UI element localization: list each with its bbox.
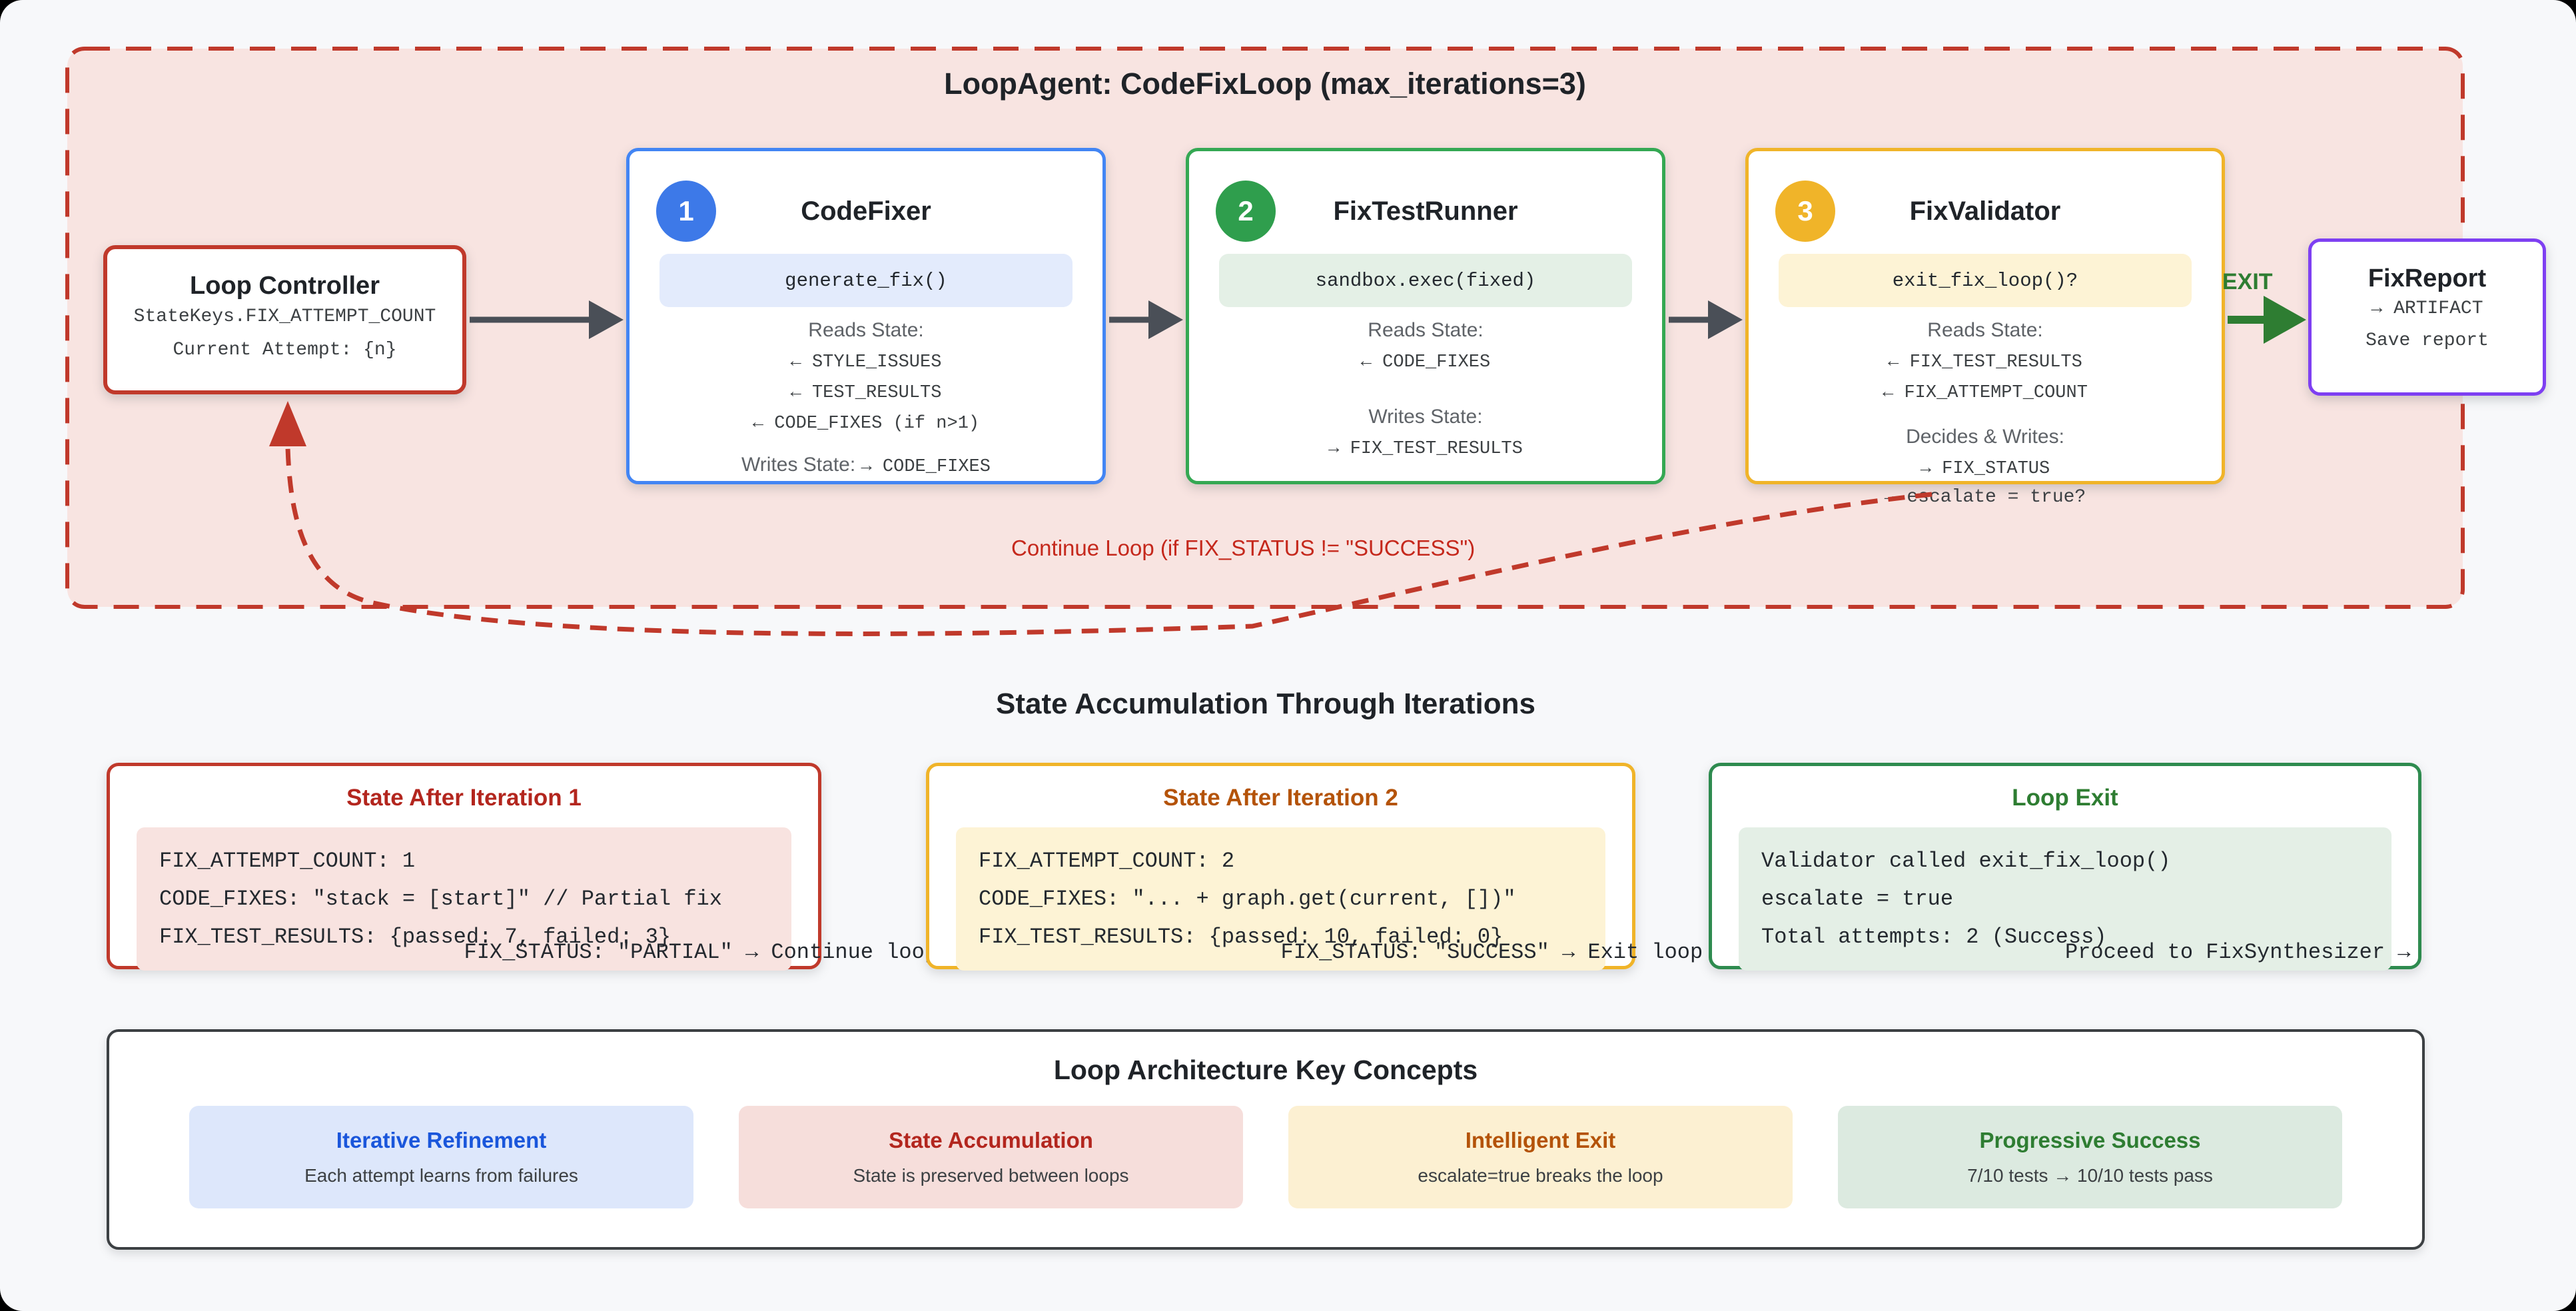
concept-state-accumulation: State Accumulation State is preserved be… [739, 1106, 1243, 1208]
concept-desc: escalate=true breaks the loop [1418, 1165, 1663, 1186]
state-code-block: FIX_ATTEMPT_COUNT: 1 CODE_FIXES: "stack … [137, 827, 791, 971]
writes-state-row: Writes State: → CODE_FIXES [630, 454, 1102, 477]
state-section-heading: State Accumulation Through Iterations [996, 687, 1535, 720]
state-code-block: FIX_ATTEMPT_COUNT: 2 CODE_FIXES: "... + … [956, 827, 1605, 971]
state-code-line: CODE_FIXES: "stack = [start]" // Partial… [159, 887, 722, 911]
loop-title: LoopAgent: CodeFixLoop (max_iterations=3… [944, 67, 1586, 101]
state-card-iteration-2: State After Iteration 2 FIX_ATTEMPT_COUN… [926, 763, 1703, 971]
reads-item: ← FIX_TEST_RESULTS [1888, 352, 2082, 372]
loop-controller-attempt: Current Attempt: {n} [173, 340, 397, 360]
state-card-title: Loop Exit [2012, 785, 2118, 811]
flow-arrow-1 [470, 300, 624, 339]
reads-item: ← FIX_ATTEMPT_COUNT [1883, 383, 2088, 403]
writes-item: → FIX_TEST_RESULTS [1328, 439, 1523, 459]
concept-title: Progressive Success [1979, 1128, 2201, 1152]
state-overflow-line: Proceed to FixSynthesizer → [2065, 940, 2411, 965]
fixreport-title: FixReport [2367, 264, 2487, 292]
reads-item: ← CODE_FIXES [1360, 352, 1491, 372]
state-code-line: FIX_ATTEMPT_COUNT: 2 [979, 849, 1235, 873]
state-overflow-line: FIX_STATUS: "SUCCESS" → Exit loop [1280, 940, 1703, 965]
continue-loop-label: Continue Loop (if FIX_STATUS != "SUCCESS… [1011, 536, 1476, 560]
writes-state-label: Writes State: [1368, 406, 1483, 428]
concept-title: Intelligent Exit [1465, 1128, 1616, 1152]
writes-item: → CODE_FIXES [861, 457, 991, 477]
loop-controller-statekey: StateKeys.FIX_ATTEMPT_COUNT [133, 306, 436, 327]
state-code-line: escalate = true [1761, 887, 1954, 911]
writes-item: → FIX_STATUS [1920, 459, 2050, 479]
state-code-line: FIX_TEST_RESULTS: {passed: 10, failed: 0… [979, 925, 1503, 949]
concept-desc: Each attempt learns from failures [304, 1165, 578, 1186]
concept-desc: 7/10 tests → 10/10 tests pass [1967, 1165, 2213, 1186]
exit-label: EXIT [2222, 269, 2273, 294]
reads-state-label: Reads State: [1368, 319, 1484, 341]
step-3-badge: 3 [1775, 181, 1835, 242]
codefixer-node: 1 CodeFixer generate_fix() Reads State: … [626, 148, 1106, 484]
concept-title: Iterative Refinement [336, 1128, 547, 1152]
fixvalidator-code-pill: exit_fix_loop()? [1779, 254, 2192, 307]
writes-state-label: Writes State: [741, 454, 856, 476]
state-code-line: CODE_FIXES: "... + graph.get(current, []… [979, 887, 1516, 911]
fixreport-save: Save report [2365, 330, 2489, 351]
state-card-title: State After Iteration 2 [1163, 785, 1398, 811]
flow-arrow-3 [1669, 300, 1743, 339]
fixtestrunner-title: FixTestRunner [1333, 196, 1518, 226]
state-card-title: State After Iteration 1 [346, 785, 582, 811]
codefixer-title: CodeFixer [801, 196, 931, 226]
key-concepts-heading: Loop Architecture Key Concepts [1053, 1055, 1478, 1085]
loop-controller-title: Loop Controller [190, 272, 380, 300]
concept-desc: State is preserved between loops [853, 1165, 1129, 1186]
reads-item: ← CODE_FIXES (if n>1) [752, 414, 980, 434]
state-overflow-line: FIX_STATUS: "PARTIAL" → Continue loop [464, 940, 938, 965]
flow-arrow-2 [1109, 300, 1183, 339]
reads-state-label: Reads State: [808, 319, 924, 341]
state-code-line: Validator called exit_fix_loop() [1761, 849, 2171, 873]
concept-iterative-refinement: Iterative Refinement Each attempt learns… [189, 1106, 693, 1208]
step-1-badge: 1 [656, 181, 716, 242]
state-code-line: Total attempts: 2 (Success) [1761, 925, 2107, 949]
reads-item: ← TEST_RESULTS [790, 383, 942, 403]
fixtestrunner-node: 2 FixTestRunner sandbox.exec(fixed) Read… [1186, 148, 1665, 484]
fixreport-artifact: → ARTIFACT [2371, 298, 2483, 319]
key-concepts-panel: Loop Architecture Key Concepts Iterative… [107, 1029, 2425, 1250]
fixvalidator-title: FixValidator [1909, 196, 2061, 226]
fixtestrunner-code-pill: sandbox.exec(fixed) [1219, 254, 1632, 307]
decides-writes-label: Decides & Writes: [1906, 426, 2064, 448]
state-code-line: FIX_TEST_RESULTS: {passed: 7, failed: 3} [159, 925, 671, 949]
loop-controller-node: Loop Controller StateKeys.FIX_ATTEMPT_CO… [103, 245, 466, 394]
concept-progressive-success: Progressive Success 7/10 tests → 10/10 t… [1838, 1106, 2342, 1208]
exit-arrow [2228, 296, 2306, 344]
escalate-overflow-line: → escalate = true? [1884, 487, 2086, 508]
concept-title: State Accumulation [889, 1128, 1093, 1152]
concept-intelligent-exit: Intelligent Exit escalate=true breaks th… [1288, 1106, 1793, 1208]
state-card-iteration-1: State After Iteration 1 FIX_ATTEMPT_COUN… [107, 763, 937, 971]
reads-state-label: Reads State: [1927, 319, 2043, 341]
state-code-line: FIX_ATTEMPT_COUNT: 1 [159, 849, 416, 873]
state-card-loop-exit: Loop Exit Validator called exit_fix_loop… [1709, 763, 2421, 971]
continue-loop-arrowhead [269, 401, 306, 446]
reads-item: ← STYLE_ISSUES [790, 352, 942, 372]
step-2-badge: 2 [1216, 181, 1276, 242]
codefixer-code-pill: generate_fix() [659, 254, 1073, 307]
state-code-block: Validator called exit_fix_loop() escalat… [1739, 827, 2391, 971]
fixvalidator-node: 3 FixValidator exit_fix_loop()? Reads St… [1745, 148, 2225, 508]
fixreport-node: FixReport → ARTIFACT Save report [2308, 238, 2546, 396]
